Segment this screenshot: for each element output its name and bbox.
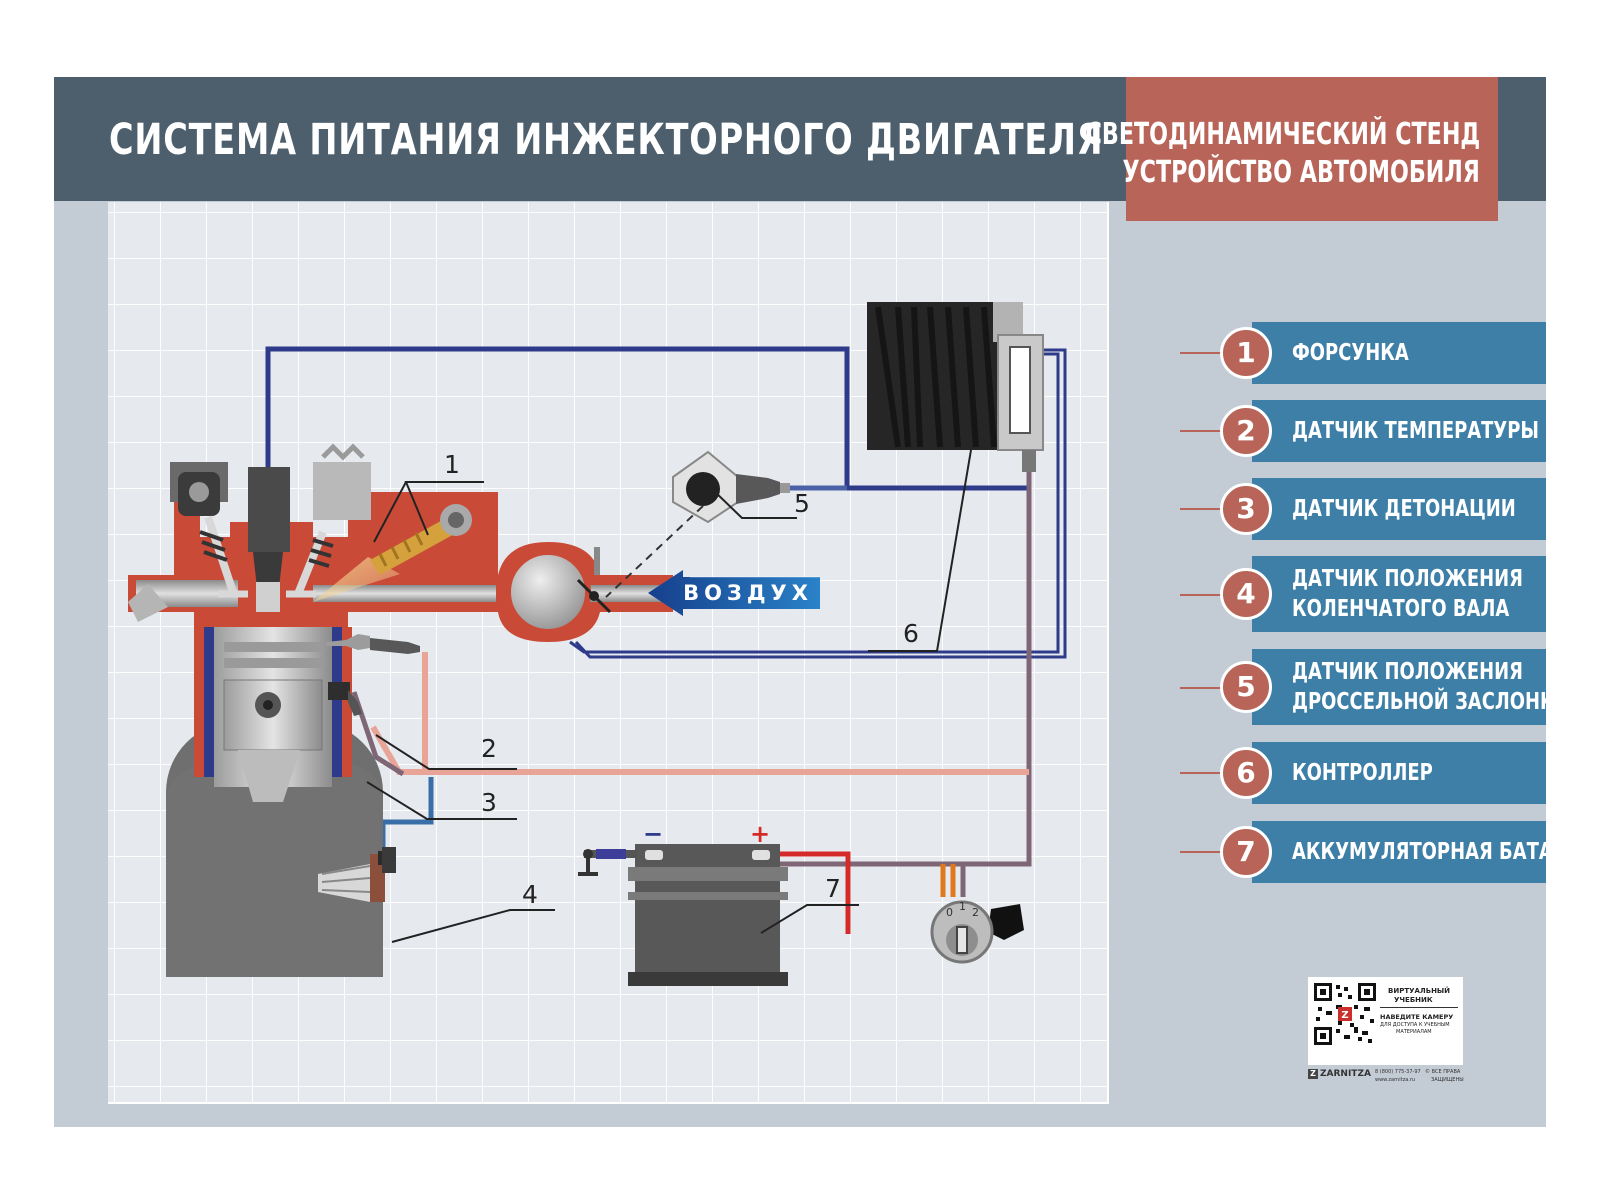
legend-box: ДАТЧИК ТЕМПЕРАТУРЫ	[1252, 400, 1546, 462]
qr-title-1: ВИРТУАЛЬНЫЙ	[1388, 987, 1451, 995]
callout-2: 2	[481, 734, 497, 763]
legend-label: АККУМУЛЯТОРНАЯ БАТАРЕЯ	[1292, 839, 1546, 865]
rights-line-2: ЗАЩИЩЕНЫ	[1431, 1077, 1464, 1083]
legend-connector	[1180, 352, 1224, 354]
battery-plus-label: +	[750, 820, 770, 848]
legend-box: КОНТРОЛЛЕР	[1252, 742, 1546, 804]
zarnitza-icon: Z	[1308, 1069, 1318, 1079]
legend-number: 3	[1220, 483, 1272, 535]
phone-number: 8 (800) 775-37-97	[1375, 1069, 1421, 1075]
legend-box: АККУМУЛЯТОРНАЯ БАТАРЕЯ	[1252, 821, 1546, 883]
crankshaft-sensor	[382, 847, 396, 873]
legend-label: КОНТРОЛЛЕР	[1292, 760, 1433, 786]
air-arrow: ВОЗДУХ	[648, 570, 820, 616]
diagram-panel: ВОЗДУХ	[108, 202, 1109, 1104]
callout-4: 4	[522, 880, 538, 909]
legend-number: 6	[1220, 747, 1272, 799]
switch-pos-2: 2	[972, 906, 979, 919]
wiring	[265, 346, 1067, 934]
website: www.zarnitza.ru	[1375, 1077, 1416, 1083]
legend-label: ДАТЧИК ТЕМПЕРАТУРЫ	[1292, 418, 1539, 444]
temperature-sensor	[326, 634, 420, 654]
legend-number: 2	[1220, 405, 1272, 457]
legend-connector	[1180, 851, 1224, 853]
legend-label: ДАТЧИК ПОЛОЖЕНИЯ	[1292, 566, 1524, 592]
throttle-position-sensor	[576, 450, 790, 614]
fuel-injector	[313, 504, 472, 602]
engine-controller	[867, 302, 1044, 472]
qr-code-icon[interactable]: Z	[1314, 983, 1376, 1045]
switch-pos-1: 1	[959, 900, 966, 913]
qr-title-2: УЧЕБНИК	[1394, 996, 1433, 1004]
qr-divider	[1380, 1007, 1458, 1008]
switch-pos-0: 0	[946, 906, 953, 919]
callout-5: 5	[794, 489, 810, 518]
battery-minus-label: −	[643, 820, 663, 848]
qr-instruction-2: ДЛЯ ДОСТУПА К УЧЕБНЫМ	[1380, 1022, 1450, 1028]
legend-label: ДАТЧИК ДЕТОНАЦИИ	[1292, 496, 1516, 522]
badge-line-2: УСТРОЙСТВО АВТОМОБИЛЯ	[1122, 155, 1480, 190]
engine-block	[166, 627, 396, 977]
legend-connector	[1180, 687, 1224, 689]
rights-line-1: © ВСЕ ПРАВА	[1425, 1069, 1461, 1075]
legend-number: 7	[1220, 826, 1272, 878]
legend-box: ФОРСУНКА	[1252, 322, 1546, 384]
knock-sensor	[328, 682, 362, 716]
legend-label: ДАТЧИК ПОЛОЖЕНИЯ	[1292, 659, 1524, 685]
svg-text:Z: Z	[1341, 1010, 1348, 1021]
callout-6: 6	[903, 619, 919, 648]
legend-number: 4	[1220, 568, 1272, 620]
legend-label-2: КОЛЕНЧАТОГО ВАЛА	[1292, 596, 1510, 622]
legend-box: ДАТЧИК ПОЛОЖЕНИЯ КОЛЕНЧАТОГО ВАЛА	[1252, 556, 1546, 632]
ignition-switch: 0 1 2	[930, 900, 1024, 964]
poster: СИСТЕМА ПИТАНИЯ ИНЖЕКТОРНОГО ДВИГАТЕЛЯ С…	[54, 77, 1546, 1127]
legend-label: ФОРСУНКА	[1292, 340, 1409, 366]
callout-leaders	[366, 449, 972, 943]
legend-number: 5	[1220, 661, 1272, 713]
legend-connector	[1180, 508, 1224, 510]
legend-connector	[1180, 430, 1224, 432]
brand-name: ZARNITZA	[1320, 1069, 1371, 1079]
callout-3: 3	[481, 788, 497, 817]
badge-line-1: СВЕТОДИНАМИЧЕСКИЙ СТЕНД	[1085, 117, 1480, 152]
engine-diagram: ВОЗДУХ	[108, 202, 1107, 1102]
legend-box: ДАТЧИК ДЕТОНАЦИИ	[1252, 478, 1546, 540]
battery: − +	[578, 820, 788, 986]
qr-instruction-1: НАВЕДИТЕ КАМЕРУ	[1380, 1013, 1454, 1021]
legend-number: 1	[1220, 327, 1272, 379]
stand-badge: СВЕТОДИНАМИЧЕСКИЙ СТЕНД УСТРОЙСТВО АВТОМ…	[1085, 77, 1498, 221]
legend-connector	[1180, 594, 1224, 596]
legend-label-2: ДРОССЕЛЬНОЙ ЗАСЛОНКИ	[1292, 689, 1546, 715]
qr-instruction-3: МАТЕРИАЛАМ	[1396, 1029, 1432, 1035]
page-title: СИСТЕМА ПИТАНИЯ ИНЖЕКТОРНОГО ДВИГАТЕЛЯ	[109, 115, 1104, 165]
callout-7: 7	[825, 874, 841, 903]
qr-card[interactable]: Z ВИРТУАЛЬНЫЙ УЧЕБНИК НАВЕДИТЕ КАМЕРУ ДЛ…	[1308, 977, 1463, 1065]
callout-1: 1	[444, 450, 460, 479]
legend-connector	[1180, 772, 1224, 774]
air-label: ВОЗДУХ	[683, 581, 813, 605]
legend-box: ДАТЧИК ПОЛОЖЕНИЯ ДРОССЕЛЬНОЙ ЗАСЛОНКИ	[1252, 649, 1546, 725]
